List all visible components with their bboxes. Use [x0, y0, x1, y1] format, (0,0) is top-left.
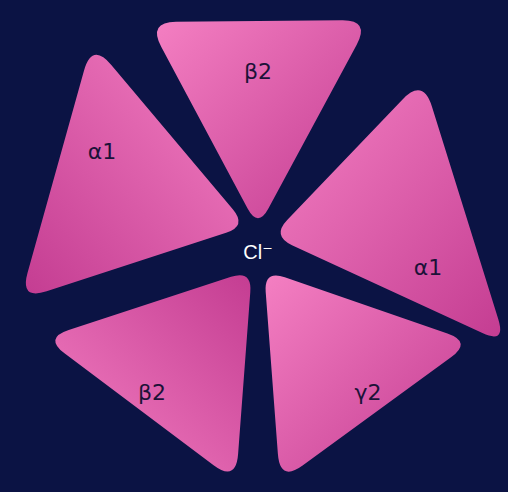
subunit-shape: γ2	[264, 270, 472, 482]
subunit-label: β2	[244, 61, 272, 83]
subunit-label: α1	[88, 141, 117, 163]
subunit-outline	[264, 270, 472, 482]
subunit-shape: α1	[20, 42, 247, 300]
subunit-label: γ2	[354, 382, 381, 404]
subunit-fill	[55, 275, 250, 471]
subunit-outline	[44, 270, 252, 482]
subunit-label: α1	[414, 257, 443, 279]
subunit-fill	[26, 55, 239, 294]
ion-label: Cl⁻	[243, 242, 272, 262]
subunit-outline	[20, 42, 247, 300]
subunit-shape: β2	[44, 270, 252, 482]
subunit-fill	[266, 275, 461, 471]
subunit-label: β2	[138, 382, 166, 404]
